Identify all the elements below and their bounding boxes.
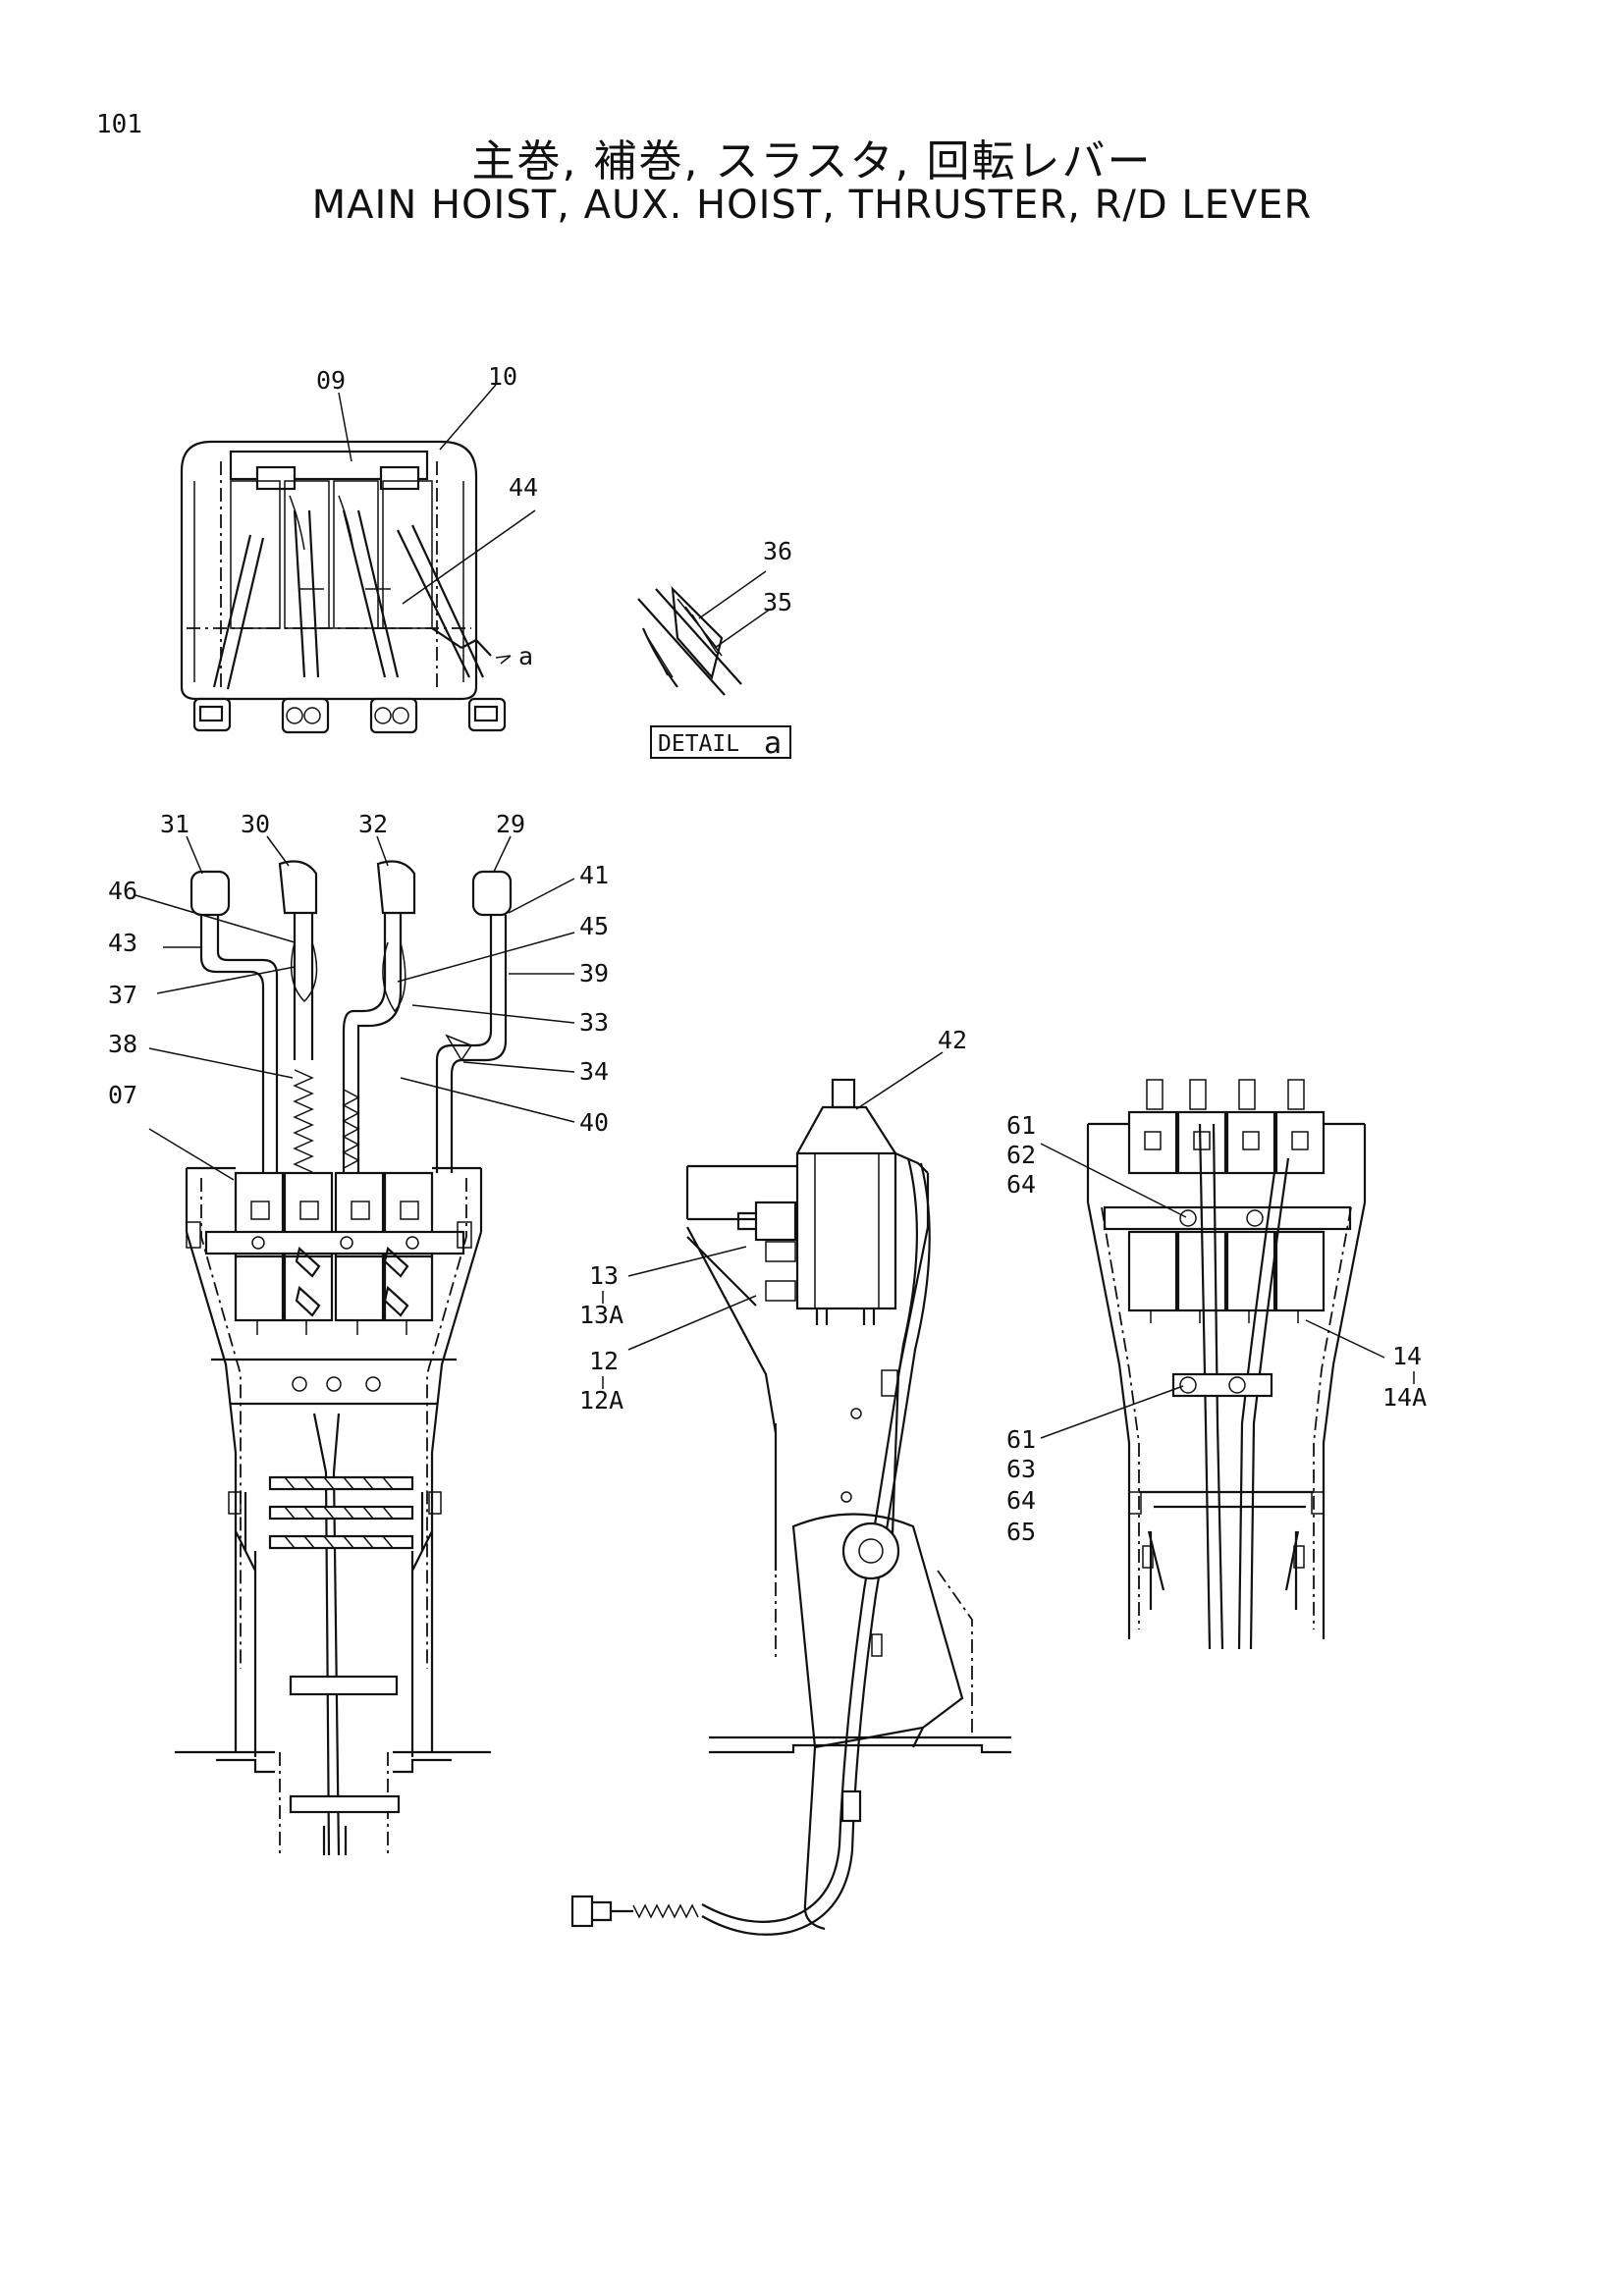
side-view-drawing <box>570 1051 1011 1936</box>
callout-13: 13 <box>589 1261 619 1290</box>
callout-64-a: 64 <box>1006 1170 1036 1199</box>
rear-view-drawing <box>1040 1079 1385 1650</box>
detail-caption: DETAIL <box>658 731 739 757</box>
callout-31: 31 <box>160 810 189 838</box>
title-english: MAIN HOIST, AUX. HOIST, THRUSTER, R/D LE… <box>311 183 1313 228</box>
callout-41: 41 <box>579 861 609 889</box>
callout-07: 07 <box>108 1081 137 1109</box>
callout-14: 14 <box>1392 1342 1422 1370</box>
callout-12a: 12A <box>579 1386 623 1415</box>
front-view-drawing <box>135 835 575 1856</box>
callout-33: 33 <box>579 1008 609 1037</box>
callout-63: 63 <box>1006 1455 1036 1483</box>
callout-14a: 14A <box>1382 1383 1427 1412</box>
detail-a-drawing <box>637 570 791 759</box>
callout-61-b: 61 <box>1006 1425 1036 1454</box>
callout-10: 10 <box>488 362 517 391</box>
title-japanese: 主巻, 補巻, スラスタ, 回転レバー <box>471 136 1153 187</box>
callout-61-a: 61 <box>1006 1111 1036 1140</box>
callout-38: 38 <box>108 1030 137 1058</box>
callout-29: 29 <box>496 810 525 838</box>
callout-37: 37 <box>108 981 137 1009</box>
callout-36: 36 <box>763 537 792 565</box>
callout-30: 30 <box>241 810 270 838</box>
callout-43: 43 <box>108 929 137 957</box>
callout-65: 65 <box>1006 1518 1036 1546</box>
top-view-drawing <box>180 384 536 734</box>
callout-45: 45 <box>579 912 609 940</box>
callout-35: 35 <box>763 588 792 616</box>
callout-62: 62 <box>1006 1141 1036 1169</box>
detail-letter: a <box>764 726 782 761</box>
page-number: 101 <box>96 110 142 139</box>
callout-32: 32 <box>358 810 388 838</box>
detail-marker: a <box>518 642 533 670</box>
callout-46: 46 <box>108 877 137 905</box>
callout-12: 12 <box>589 1347 619 1375</box>
callout-13a: 13A <box>579 1301 623 1329</box>
callout-44: 44 <box>509 473 538 502</box>
callout-40: 40 <box>579 1108 609 1137</box>
callout-39: 39 <box>579 959 609 988</box>
callout-64-b: 64 <box>1006 1486 1036 1515</box>
callout-42: 42 <box>938 1026 967 1054</box>
callout-09: 09 <box>316 366 346 395</box>
callout-34: 34 <box>579 1057 609 1086</box>
